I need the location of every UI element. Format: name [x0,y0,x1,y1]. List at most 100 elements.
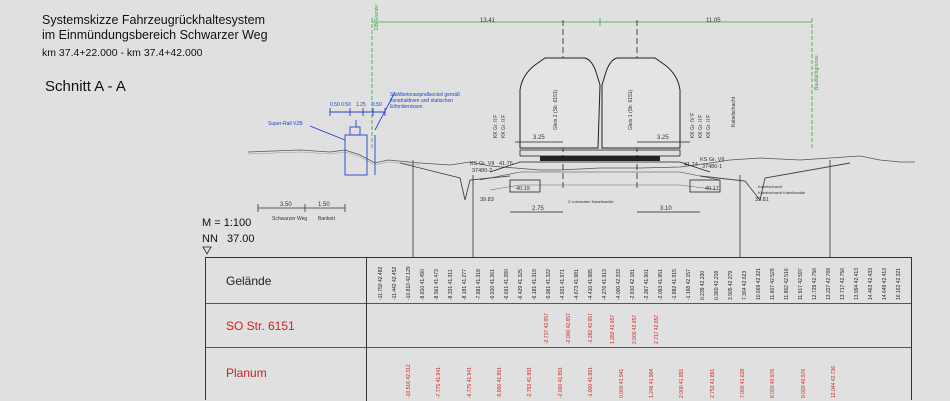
profile-value-cell: 13.227 42.768 [826,268,832,300]
embankment-left [399,162,511,201]
clearance-profile-right [601,57,681,149]
profile-value-cell: -10.810 42.129 [406,266,412,300]
profile-value-cell: 12.729 42.756 [812,268,818,300]
elev-mid-right: 40.17 [705,186,719,192]
section-title: Schnitt A - A [45,78,126,95]
profile-value-cell: -4.410 41.985 [588,269,594,300]
profile-value-cell: 0.239 42.230 [700,270,706,300]
elev-low-right: 39.81 [755,197,769,203]
track-bed-top [519,149,681,157]
nn-text: NN [202,233,218,245]
profile-value-cell: -7.775 41.941 [436,367,443,398]
elev-top-right: 41.74 [684,162,698,168]
label-km-left: 37480-2 [472,168,492,174]
planum-profile [489,184,721,191]
dim-rail-left: 3.25 [533,135,545,141]
label-kk-3: KK Gr. IV F [690,113,696,138]
profile-value-cell: -6.910 41.261 [490,269,496,300]
profile-value-cell: 11.917 42.597 [798,268,804,300]
profile-value-cell: 7.000 41.628 [739,368,746,398]
label-ks-left: KS Gr. VII [470,161,495,167]
label-ks-right: KS Gr. VII [700,157,725,163]
nn-label: NN 37.00 [202,233,254,245]
profile-value-cell: -6.181 41.319 [532,269,538,300]
profile-value-cell: -2.717 42.657 [544,313,550,344]
barrier-rail [349,126,361,136]
profile-value-cell: 11.667 42.529 [770,268,776,300]
elev-low-left: 39.83 [480,197,494,203]
label-db-boundary: DB-Grenze [374,5,380,30]
profile-value-cell: 2.000 42.657 [632,314,638,344]
socket-leader [374,91,396,131]
profile-value-cell: -10.516 42.312 [406,364,412,398]
sleepers [540,156,660,161]
elev-top-left: 41.76 [499,161,513,167]
profile-table: Gelände SO Str. 6151 Planum -11.750 42.4… [205,257,912,401]
dim-top-right: 11.05 [706,18,721,24]
dim-berm: 1.50 [318,202,330,208]
profile-value-cell: 0.000 41.941 [618,368,625,398]
title-block: Systemskizze Fahrzeugrückhaltesystem im … [42,13,268,43]
profile-value-cell: 14.463 42.433 [868,268,874,300]
profile-value-cell: -1.282 42.657 [588,313,594,344]
profile-value-cell: 0.360 42.218 [714,270,720,300]
profile-value-cell: -2.000 41.891 [557,367,564,398]
socket-note: Stahlbetonanprallsockel gemäß konstrukti… [390,92,461,110]
sub-dim-4: 0.50 [372,102,382,108]
small-note-2: Kabelschacht [758,184,783,189]
profile-value-cell: -4.673 41.981 [574,269,580,300]
profile-value-cell: -11.442 42.452 [392,266,398,300]
terrain-line [247,149,915,171]
profile-value-cell: -4.931 41.971 [560,269,566,300]
profile-value-cell: 8.020 40.976 [770,368,777,398]
embankment-right [699,162,851,202]
profile-value-cell: 1.246 41.904 [648,368,655,398]
profile-value-cell: 13.994 42.413 [854,268,860,300]
rail-leader [309,125,346,141]
profile-value-cell: -1.882 41.915 [672,269,678,300]
profile-value-cell: -6.429 41.325 [518,269,524,300]
profile-value-cell: -5.800 41.891 [497,367,504,398]
profile-value-cell: 10.669 42.321 [756,268,762,300]
profile-value-cell: -2.000 42.657 [566,313,572,344]
profile-value-cell: 12.044 42.736 [831,366,837,398]
nn-marker [202,246,212,255]
profile-value-cell: 2.717 42.657 [654,314,660,344]
row-label-gelaende: Gelände [226,274,272,288]
profile-value-cell: -2.753 41.891 [527,367,534,398]
profile-value-cell: 13.717 42.756 [840,268,846,300]
profile-value-cell: -2.367 41.901 [644,269,650,300]
profile-value-cell: -2.093 41.951 [658,269,664,300]
profile-value-cell: -4.276 41.913 [602,269,608,300]
label-berm: Bankett [318,216,336,222]
profile-value-cell: -8.810 41.490 [420,269,426,300]
drawing-labels: 13.41 11.05 3.25 3.25 2.75 3.10 3.50 1.5… [272,5,820,222]
sub-dim-3: 1.25 [356,102,366,108]
dim-top-left: 13.41 [480,18,496,24]
small-note-3: Kabelschacht Kabelkanäle [758,190,806,195]
profile-value-cell: -2.810 42.181 [630,269,636,300]
dim-rail-right: 3.25 [657,135,669,141]
profile-value-cell: 1.282 42.657 [610,314,616,344]
label-kk-2: KK Gr. II F [501,115,507,138]
small-note-1: Z vorhanden Kabelkanäle [568,199,614,204]
profile-value-cell: 9.020 40.976 [800,368,807,398]
dim-bottom-right: 3.10 [660,206,672,212]
label-path: Schwarzer Weg [272,216,307,222]
clearance-profile-left [519,57,601,149]
profile-value-cell: -11.750 42.482 [378,266,384,300]
profile-value-cell: 16.162 42.321 [896,268,902,300]
profile-value-cell: -7.881 41.318 [476,269,482,300]
label-kk-5: KK Gr. II F [706,115,712,138]
profile-value-cell: 7.364 42.623 [742,270,748,300]
station-range: km 37.4+22.000 - km 37.4+42.000 [42,47,203,59]
profile-value-cell: -6.661 41.280 [504,269,510,300]
subgrade-profile [479,171,721,181]
label-track-left: Gleis 2 (Str. 6151) [553,89,559,130]
barrier-structure [309,91,396,176]
row-label-planum: Planum [226,366,267,380]
dim-bottom-left: 2.75 [532,206,544,212]
profile-value-cell: -8.331 41.311 [448,269,454,301]
